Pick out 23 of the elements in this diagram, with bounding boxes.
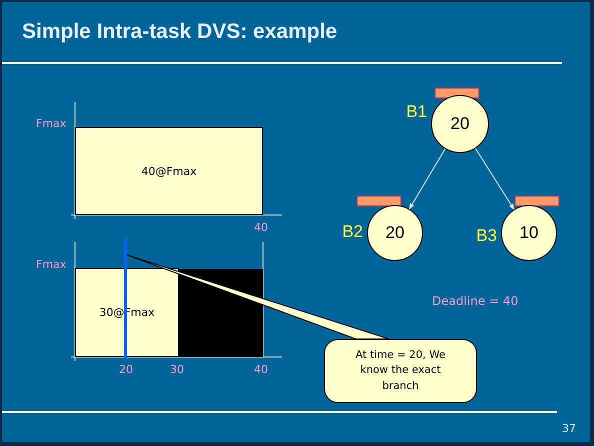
arrow	[475, 148, 515, 210]
node-name: B1	[406, 102, 427, 122]
callout-text: At time = 20, We know the exact branch	[354, 348, 446, 394]
node-name: B3	[476, 226, 497, 246]
block-box	[75, 268, 179, 357]
node-label: 20	[386, 223, 404, 243]
annotation-text: Deadline = 40	[432, 294, 518, 308]
node-label: 40@Fmax	[141, 164, 197, 178]
callout-bubble	[324, 339, 477, 403]
arrow	[408, 148, 446, 210]
node-label: 20	[450, 114, 470, 134]
axis-label: Fmax	[36, 117, 66, 130]
slide-title: Simple Intra-task DVS: example	[22, 20, 338, 44]
page-number: 37	[562, 422, 576, 435]
axis-label: Fmax	[36, 258, 66, 271]
tick-label: 20	[119, 363, 133, 376]
filled-block	[179, 269, 263, 357]
tick-label: 40	[254, 221, 268, 234]
tick-label: 30	[170, 363, 184, 376]
node-label: 10	[520, 223, 538, 243]
tick-label: 40	[254, 363, 268, 376]
block-box	[75, 127, 263, 215]
node-name: B2	[342, 222, 363, 242]
